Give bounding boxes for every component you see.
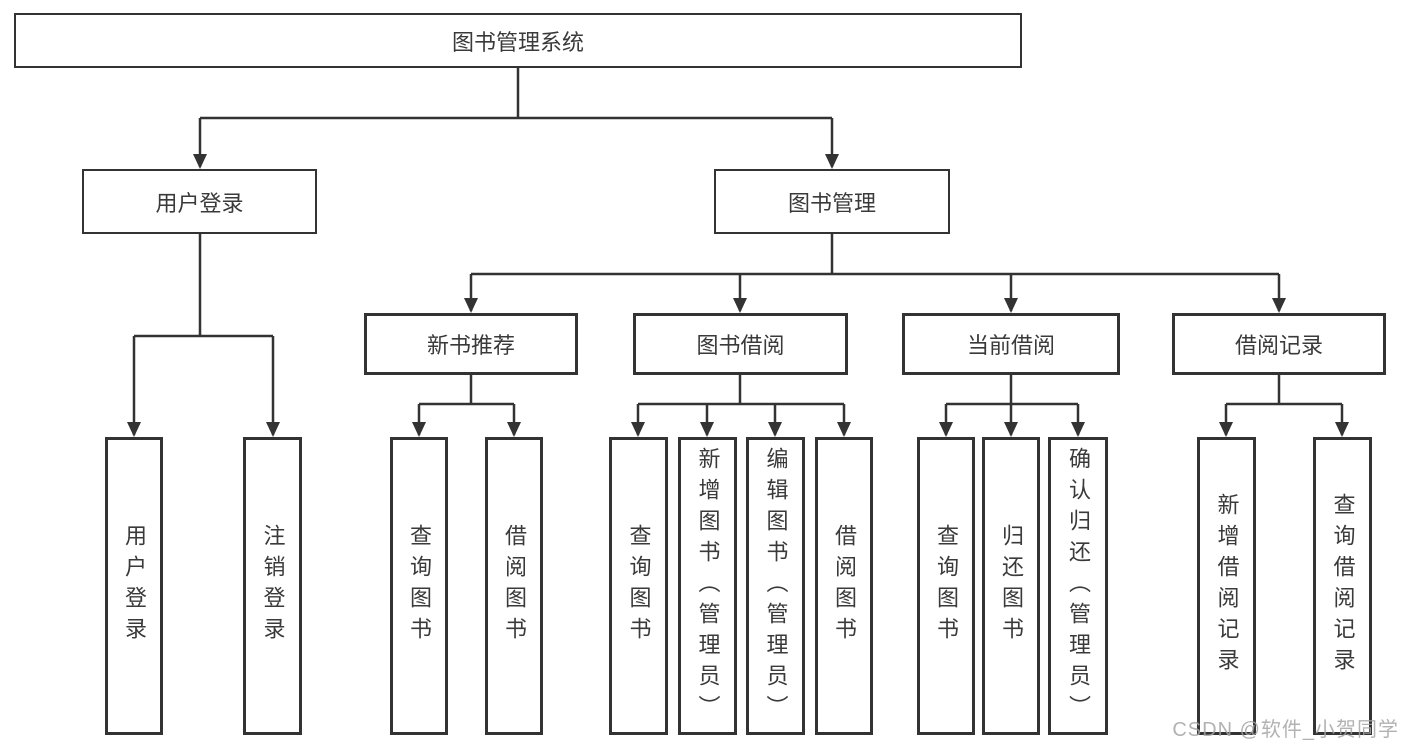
leaf-label: 查询图书 [407, 524, 432, 648]
csdn-watermark: CSDN @软件_小贺同学 [1172, 719, 1399, 741]
leaf-label: 新增借阅记录 [1214, 493, 1240, 679]
leaf-logout: 注销登录 [243, 437, 302, 735]
leaf-label: 借阅图书 [832, 524, 857, 648]
leaf-user-login: 用户登录 [105, 437, 163, 735]
leaf-edit-books-admin: 编辑图书（管理员） [746, 437, 805, 735]
leaf-label: 确认归还（管理员） [1066, 446, 1091, 726]
leaf-label: 查询借阅记录 [1330, 493, 1356, 679]
leaf-query-books-2: 查询图书 [609, 437, 668, 735]
leaf-label: 用户登录 [122, 524, 147, 648]
leaf-label: 查询图书 [626, 524, 652, 648]
leaf-label: 借阅图书 [502, 524, 527, 648]
leaf-label: 新增图书（管理员） [695, 446, 721, 726]
node-book-management: 图书管理 [714, 169, 950, 234]
leaf-label: 归还图书 [999, 524, 1024, 648]
node-library-management-system: 图书管理系统 [14, 13, 1022, 68]
node-borrow-records: 借阅记录 [1172, 313, 1386, 375]
leaf-query-books-3: 查询图书 [917, 437, 975, 735]
node-new-book-recommend: 新书推荐 [364, 313, 578, 375]
node-book-borrow: 图书借阅 [633, 313, 848, 375]
leaf-label: 注销登录 [260, 524, 286, 648]
leaf-label: 编辑图书（管理员） [763, 446, 789, 726]
leaf-label: 查询图书 [934, 524, 959, 648]
leaf-borrow-books-1: 借阅图书 [485, 437, 543, 735]
leaf-return-books: 归还图书 [982, 437, 1040, 735]
leaf-confirm-return-admin: 确认归还（管理员） [1048, 437, 1108, 735]
node-user-login: 用户登录 [82, 169, 317, 234]
leaf-query-borrow-record: 查询借阅记录 [1313, 437, 1372, 735]
leaf-borrow-books-2: 借阅图书 [815, 437, 873, 735]
leaf-query-books-1: 查询图书 [390, 437, 448, 735]
node-current-borrow: 当前借阅 [902, 313, 1120, 375]
leaf-add-books-admin: 新增图书（管理员） [678, 437, 737, 735]
leaf-add-borrow-record: 新增借阅记录 [1197, 437, 1256, 735]
